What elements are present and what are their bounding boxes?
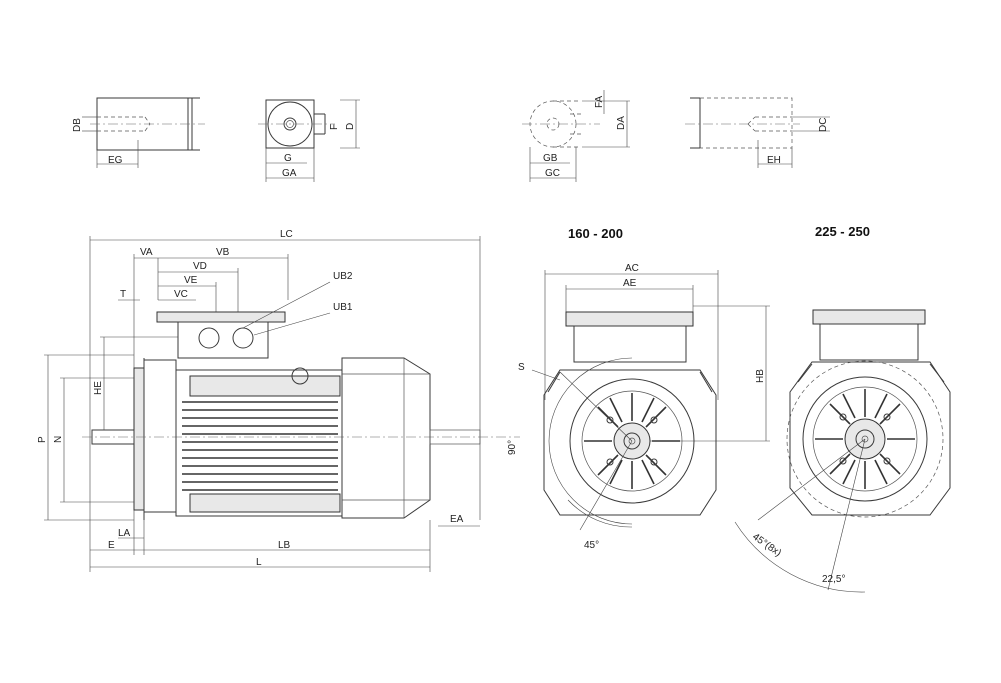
label-ub1: UB1 [333,302,353,313]
label-la: LA [118,528,131,539]
label-ga: GA [282,168,297,179]
label-db: DB [72,118,83,132]
label-ea: EA [450,514,464,525]
label-dc: DC [818,118,829,132]
label-lb: LB [278,540,291,551]
label-hb: HB [755,369,766,383]
motor-side-view: LC VA VB VD VE VC T UB2 UB1 [37,229,520,572]
label-d: D [345,123,356,130]
label-gb: GB [543,153,558,164]
label-t: T [120,289,126,300]
label-gc: GC [545,168,560,179]
label-he: HE [93,381,104,395]
label-ve: VE [184,275,198,286]
label-45deg: 45° [584,540,599,551]
label-n: N [53,436,64,443]
radial-fins-160 [584,393,680,489]
header-225-250: 225 - 250 [815,224,870,239]
label-va: VA [140,247,153,258]
label-vb: VB [216,247,230,258]
label-e: E [108,540,115,551]
label-p: P [37,436,48,443]
front-view-160-200: AC AE HB [507,263,770,551]
label-90deg: 90° [507,440,518,455]
front-view-225-250: 45°(8x) 22,5° [734,309,951,593]
label-vc: VC [174,289,188,300]
label-45deg-8x: 45°(8x) [750,531,783,559]
label-ub2: UB2 [333,271,353,282]
label-vd: VD [193,261,207,272]
label-ae: AE [623,278,637,289]
label-ac: AC [625,263,639,274]
cooling-fins [182,401,338,491]
label-fa: FA [594,95,605,108]
shaft-section-detail-de: F D G GA [258,99,360,182]
label-eh: EH [767,155,781,166]
label-l: L [256,557,262,568]
header-160-200: 160 - 200 [568,226,623,241]
shaft-end-detail-de: DB EG [72,97,205,168]
label-f: F [329,124,340,130]
shaft-end-detail-nde: DC EH [685,97,830,168]
label-lc: LC [280,229,293,240]
radial-fins-225 [815,389,915,489]
label-s: S [518,362,525,373]
label-22-5deg: 22,5° [822,574,845,585]
shaft-section-detail-nde: FA DA GB GC [522,90,630,182]
label-da: DA [616,116,627,130]
label-eg: EG [108,155,123,166]
label-g: G [284,153,292,164]
